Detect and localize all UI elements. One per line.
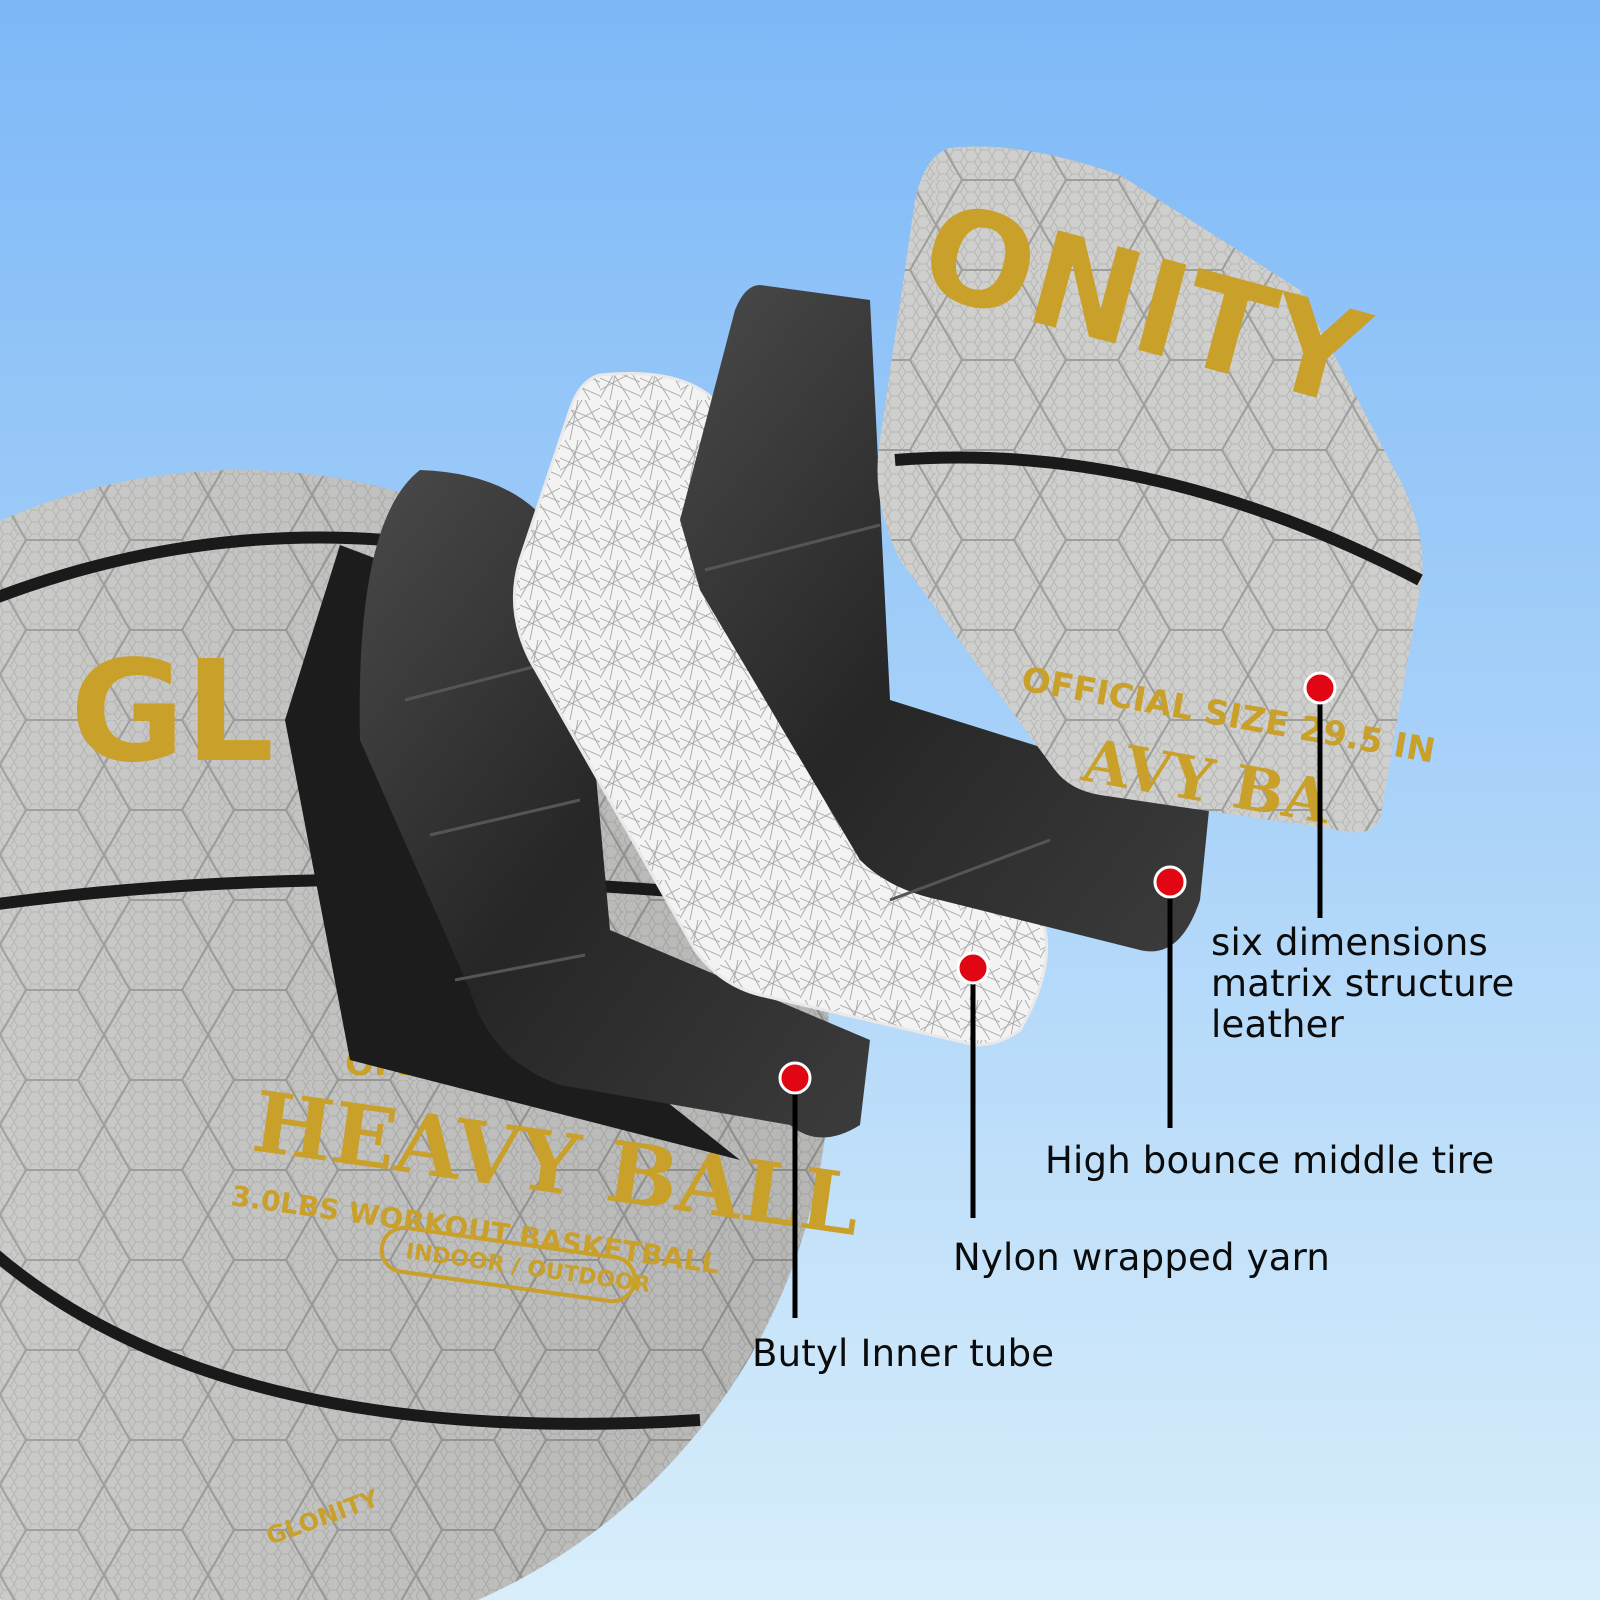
callout-leather-marker xyxy=(1303,671,1337,918)
callout-leather-line1: six dimensions xyxy=(1211,921,1488,964)
callout-tire-marker xyxy=(1153,865,1187,1128)
callout-yarn-marker xyxy=(956,951,990,1218)
butyl-inner-tube-layer xyxy=(285,470,870,1160)
callout-tire-label: High bounce middle tire xyxy=(1045,1139,1495,1182)
callout-yarn-label: Nylon wrapped yarn xyxy=(953,1236,1331,1279)
callout-leather-line3: leather xyxy=(1211,1003,1345,1046)
callout-tube-marker xyxy=(778,1061,812,1318)
leather-layer: ONITY OFFICIAL SIZE 29.5 IN AVY BA xyxy=(877,146,1438,838)
callout-tube-label: Butyl Inner tube xyxy=(752,1332,1055,1375)
callout-leather-line2: matrix structure xyxy=(1211,962,1515,1005)
ball-brand-text: GL xyxy=(70,631,274,794)
callout-leather-label: six dimensions matrix structure leather xyxy=(1211,922,1514,1045)
